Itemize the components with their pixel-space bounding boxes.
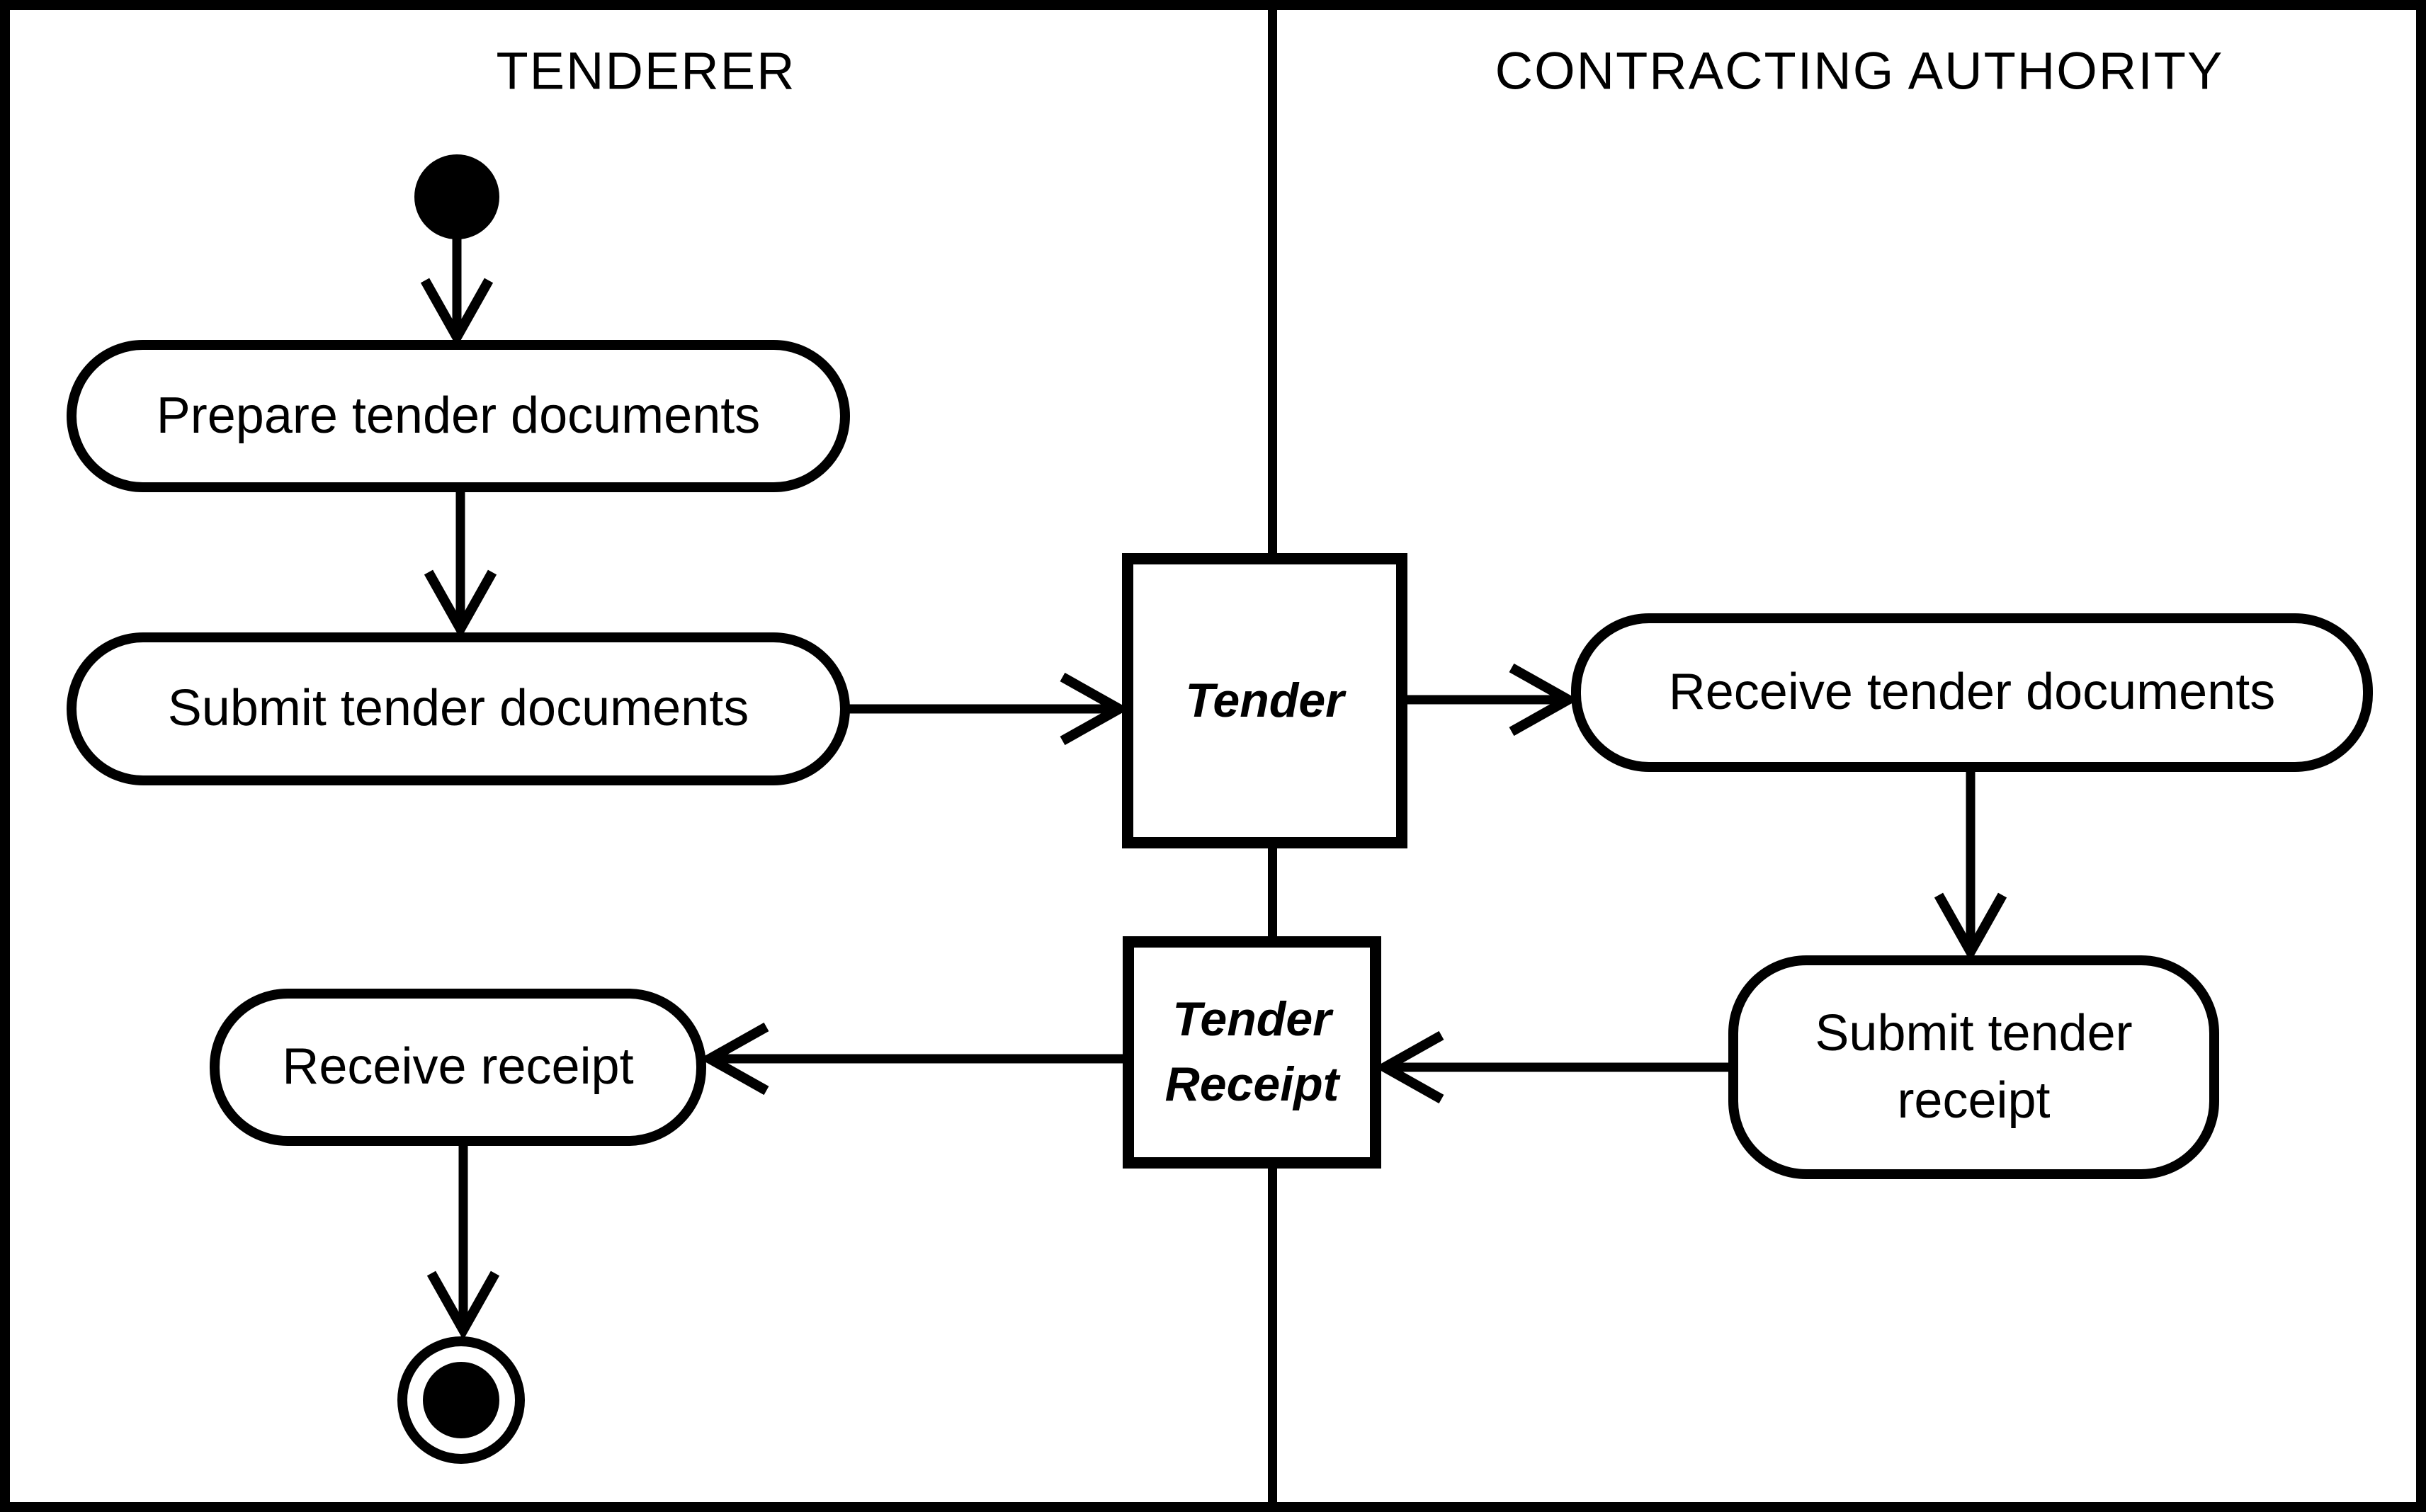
activity-label: Submit tender receipt xyxy=(1815,1004,2133,1129)
activity-label: Prepare tender documents xyxy=(156,387,761,444)
arrowhead-right-icon xyxy=(1509,663,1579,737)
arrowhead-right-icon xyxy=(1060,672,1130,746)
object-label: Tender Receipt xyxy=(1164,992,1339,1111)
activity-label: Receive tender documents xyxy=(1668,664,2276,721)
object-label: Tender xyxy=(1185,673,1344,727)
activity-submit-tender-receipt: Submit tender receipt xyxy=(1728,955,2219,1179)
object-tender-receipt: Tender Receipt xyxy=(1123,936,1381,1169)
arrowhead-down-icon xyxy=(1934,892,2007,962)
arrowhead-down-icon xyxy=(420,278,494,348)
arrowhead-left-icon xyxy=(1374,1030,1444,1104)
object-tender: Tender xyxy=(1122,553,1407,848)
activity-receive-receipt: Receive receipt xyxy=(210,989,706,1146)
activity-label: Submit tender documents xyxy=(167,680,749,737)
lane-title-tenderer: TENDERER xyxy=(496,41,796,101)
lane-title-contracting-authority: CONTRACTING AUTHORITY xyxy=(1495,41,2224,101)
final-node-icon xyxy=(397,1336,525,1464)
activity-submit-tender-documents: Submit tender documents xyxy=(67,632,850,785)
activity-prepare-tender-documents: Prepare tender documents xyxy=(67,340,850,492)
arrowhead-left-icon xyxy=(699,1022,769,1096)
final-node-core-icon xyxy=(423,1362,499,1438)
arrowhead-down-icon xyxy=(426,1271,500,1341)
arrowhead-down-icon xyxy=(424,569,497,640)
activity-receive-tender-documents: Receive tender documents xyxy=(1571,613,2373,772)
initial-node-icon xyxy=(414,154,499,239)
activity-label: Receive receipt xyxy=(282,1038,634,1096)
